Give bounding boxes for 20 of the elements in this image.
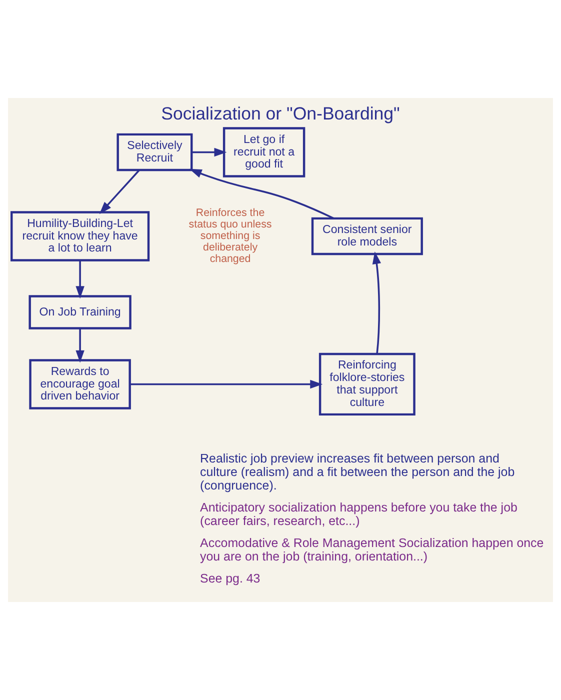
label: Anticipatory socialization happens before you take the job (career fairs, research, etc...) [200, 500, 518, 528]
arrow [189, 168, 334, 220]
label: Realistic job preview increases fit between person and culture (realism) and a fit between the person and the job (congruence). [200, 452, 515, 492]
arrow [130, 380, 323, 389]
node-box: Selectively Recruit [116, 133, 193, 172]
label: See pg. 43 [200, 572, 260, 586]
label: Accomodative & Role Management Socialization happen once you are on the job (training, orientation...) [200, 536, 544, 564]
label: Reinforces the status quo unless something is deliberately changed [188, 206, 272, 266]
node-box: Humility-Building-Let recruit know they have a lot to learn [10, 211, 150, 262]
diagram-title: Socialization or "On-Boarding" [161, 103, 400, 124]
node-box: Consistent senior role models [311, 217, 423, 256]
node-box: On Job Training [28, 295, 132, 330]
node-box: Reinforcing folklore-stories that support culture [318, 352, 416, 416]
arrow [76, 260, 84, 299]
arrow [372, 252, 382, 354]
arrow [99, 170, 140, 214]
node-box: Let go if recruit not a good fit [222, 127, 306, 178]
arrow [192, 148, 227, 157]
node-box: Rewards to encourage goal driven behavior [29, 359, 131, 410]
arrow [76, 328, 84, 363]
